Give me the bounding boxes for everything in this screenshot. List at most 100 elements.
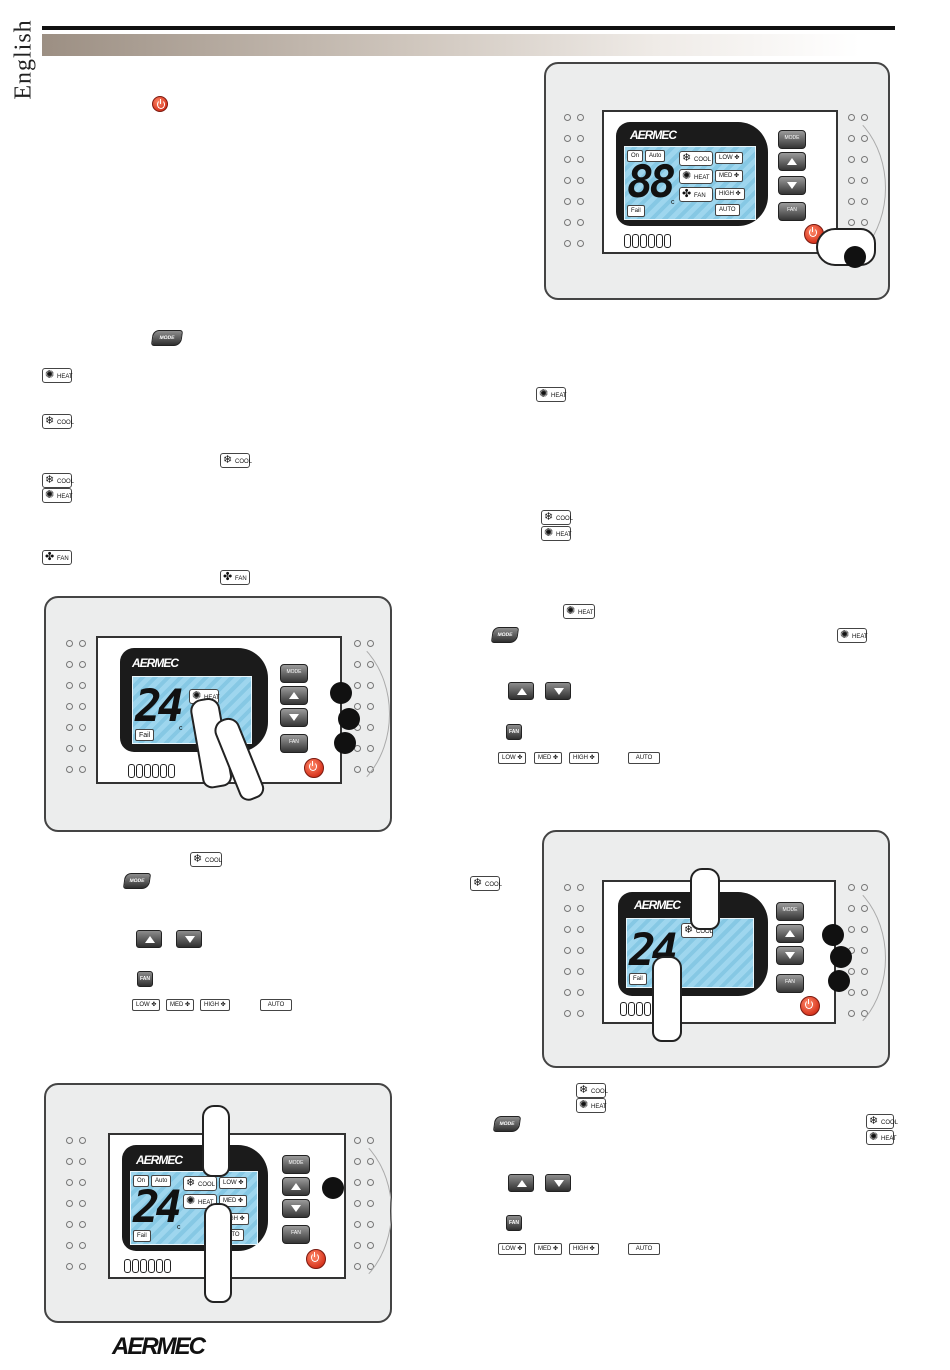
cool-label: COOL [205, 858, 223, 864]
low-indicator-label: LOW [719, 155, 733, 161]
on-indicator: On [133, 1175, 150, 1187]
vent-slots [128, 764, 175, 778]
up-button[interactable] [282, 1177, 310, 1196]
lcd-bezel: AERMEC On Auto 88 c Fail ❄COOL ✺HEAT ✤FA… [616, 122, 768, 226]
down-arrow-icon [176, 930, 202, 948]
fan-button-icon: FAN [506, 724, 522, 740]
mode-button-icon: MODE [490, 627, 520, 643]
pointing-finger [202, 1105, 230, 1177]
step-callout [322, 1177, 344, 1199]
device-logo: AERMEC [630, 128, 677, 142]
power-icon [304, 758, 324, 778]
power-button[interactable] [304, 758, 324, 778]
med-speed-icon: MED ✤ [534, 1243, 563, 1255]
lcd-bezel: AERMEC On Auto 24 c Fail ❄COOL ✺HEAT LOW… [122, 1145, 268, 1251]
panel-arc [744, 102, 886, 274]
high-indicator-label: HIGH [719, 191, 734, 197]
cool-label: COOL [556, 516, 574, 522]
mode-button[interactable]: MODE [282, 1155, 310, 1174]
temperature-display: 24 [133, 1182, 182, 1233]
power-icon [306, 1249, 326, 1269]
cool-indicator-label: COOL [198, 1182, 216, 1188]
fan-indicator: ✤FAN [679, 187, 713, 202]
low-speed-icon: LOW ✤ [132, 999, 161, 1011]
low-indicator: LOW ✤ [715, 152, 744, 164]
auto-indicator: Auto [151, 1175, 172, 1187]
med-speed-icon: MED ✤ [534, 752, 563, 764]
fan-button-label: FAN [787, 207, 797, 213]
high-label: HIGH [573, 1246, 588, 1252]
fan-icon: ✤FAN [220, 570, 250, 585]
down-button[interactable] [776, 946, 804, 965]
high-speed-icon: HIGH ✤ [200, 999, 230, 1011]
heat-label: HEAT [57, 374, 73, 380]
mode-button-icon: MODE [122, 873, 152, 889]
power-button[interactable] [800, 996, 820, 1016]
cool-icon: ❄COOL [470, 876, 503, 891]
up-button[interactable] [776, 924, 804, 943]
device-logo: AERMEC [132, 656, 179, 670]
fan-label: FAN [235, 576, 247, 582]
mode-button-label: MODE [286, 669, 302, 675]
fail-indicator: Fail [627, 205, 645, 217]
auto-speed-icon: AUTO [628, 1243, 660, 1255]
down-button[interactable] [280, 708, 308, 727]
high-label: HIGH [573, 755, 588, 761]
cool-icon: ❄COOL [190, 852, 222, 867]
up-button[interactable] [280, 686, 308, 705]
header-rule [42, 26, 895, 30]
pointing-finger [204, 1203, 232, 1303]
heat-icon: ✺HEAT [866, 1130, 897, 1145]
cool-indicator: ❄COOL [183, 1176, 217, 1191]
panel-arc [744, 872, 886, 1044]
thermostat-cool-setting: AERMEC 24 c Fail ❄COOL MODE FAN [542, 830, 890, 1068]
down-button[interactable] [778, 176, 806, 195]
step-callout [828, 970, 850, 992]
auto-speed-icon: AUTO [260, 999, 292, 1011]
cool-label: COOL [57, 420, 75, 426]
cool-icon: ❄COOL [576, 1083, 609, 1098]
power-button[interactable] [306, 1249, 326, 1269]
mode-button[interactable]: MODE [280, 664, 308, 683]
med-indicator: MED ✤ [715, 170, 744, 182]
med-speed-icon: MED ✤ [166, 999, 195, 1011]
mode-button-icon: MODE [150, 330, 184, 346]
med-label: MED [170, 1002, 184, 1008]
fan-button[interactable]: FAN [282, 1225, 310, 1244]
heat-icon: ✺HEAT [837, 628, 868, 643]
temperature-display: 24 [135, 681, 184, 732]
mode-label: MODE [497, 632, 513, 638]
heat-icon: ✺HEAT [576, 1098, 607, 1113]
high-indicator: HIGH ✤ [715, 188, 745, 200]
cool-icon: ❄COOL [220, 453, 252, 468]
cool-label: COOL [591, 1089, 609, 1095]
heat-icon: ✺HEAT [536, 387, 567, 402]
test-digits-display: 88 [627, 157, 676, 208]
unit-label: c [671, 199, 675, 206]
vent-slots [124, 1259, 171, 1273]
step-callout [830, 946, 852, 968]
heat-label: HEAT [551, 393, 567, 399]
mode-button[interactable]: MODE [778, 130, 806, 149]
down-arrow-icon [545, 682, 571, 700]
fan-button[interactable]: FAN [280, 734, 308, 753]
down-button[interactable] [282, 1199, 310, 1218]
heat-label: HEAT [57, 494, 73, 500]
panel-arc [248, 628, 390, 800]
med-indicator-label: MED [223, 1198, 237, 1204]
heat-label: HEAT [578, 610, 594, 616]
cool-label: COOL [485, 882, 503, 888]
power-icon [152, 96, 168, 112]
mode-button[interactable]: MODE [776, 902, 804, 921]
heat-indicator: ✺HEAT [679, 169, 713, 184]
up-button[interactable] [778, 152, 806, 171]
fan-label: FAN [509, 729, 519, 735]
lcd-screen: 24 c Fail ❄COOL [626, 918, 754, 988]
heat-label: HEAT [881, 1136, 897, 1142]
fan-button[interactable]: FAN [778, 202, 806, 221]
auto-fan-indicator: AUTO [715, 204, 740, 216]
cool-indicator-label: COOL [696, 929, 714, 935]
cool-label: COOL [57, 479, 75, 485]
fan-button-label: FAN [289, 739, 299, 745]
fan-button[interactable]: FAN [776, 974, 804, 993]
